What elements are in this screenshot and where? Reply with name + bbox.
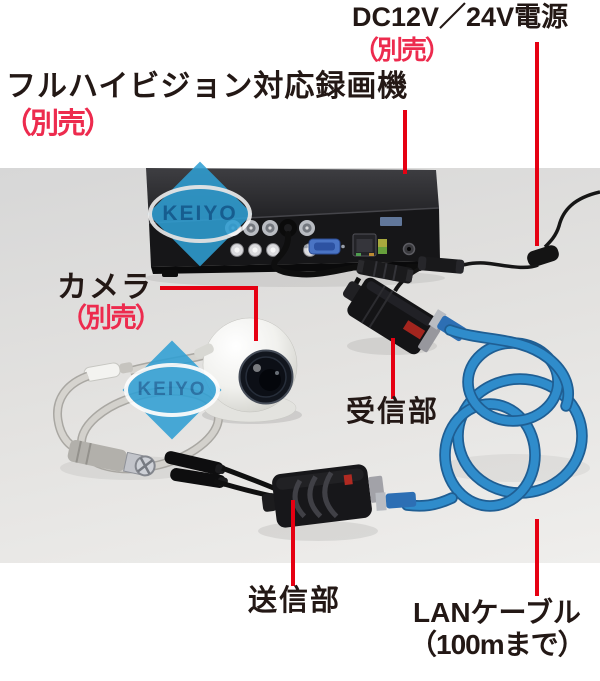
- transmitter-label: 送信部: [248, 585, 342, 617]
- keiyo-watermark: KEIYO: [147, 161, 253, 267]
- dc-plug-joint: [417, 256, 465, 274]
- pointer-line-recorder: [403, 110, 407, 174]
- receiver-label: 受信部: [346, 396, 440, 428]
- camera-note: （別売）: [60, 303, 162, 333]
- recorder-label: フルハイビジョン対応録画機: [6, 70, 409, 103]
- lan-cable-photo: [401, 324, 588, 512]
- video-cable-photo: [271, 231, 414, 297]
- recorder-note: （別売）: [3, 108, 113, 140]
- bnc-pigtail-connector: [67, 440, 156, 477]
- ethernet-port: [352, 233, 387, 257]
- product-photo: [0, 168, 600, 563]
- camera-photo: [194, 317, 298, 423]
- dvr-sticker: [380, 217, 402, 226]
- pointer-line-camera-horizontal: [160, 286, 258, 290]
- power-note: （別売）: [353, 35, 451, 65]
- keiyo-watermark-text: KEIYO: [148, 185, 252, 243]
- lan-cable-label: LANケーブル: [413, 597, 581, 628]
- transmitter-label-sticker: [343, 474, 353, 486]
- receiver-label-sticker: [402, 320, 426, 340]
- bnc-coupler: [356, 258, 414, 284]
- rj45-plug-transmitter: [375, 491, 417, 511]
- keiyo-watermark: KEIYO: [122, 340, 222, 440]
- dc-plugs-photo: [164, 451, 277, 500]
- receiver-unit-photo: [342, 277, 441, 355]
- dvr-foot: [162, 270, 178, 277]
- pointer-line-transmitter: [291, 500, 295, 586]
- pointer-line-lan-cable: [535, 519, 539, 596]
- dvr-power-jack: [402, 242, 416, 256]
- pointer-line-receiver: [391, 338, 395, 399]
- power-cable-photo: [393, 190, 600, 293]
- pointer-line-power: [535, 42, 539, 246]
- lan-cable-note: （100mまで）: [409, 629, 586, 660]
- keiyo-watermark-text: KEIYO: [124, 363, 220, 417]
- power-label: DC12V／24V電源: [352, 2, 569, 32]
- camera-label: カメラ: [57, 271, 153, 304]
- photo-scene: [53, 168, 600, 541]
- vga-port: [304, 238, 345, 255]
- ferrite-core: [527, 245, 559, 267]
- inline-connector: [83, 362, 134, 382]
- transmitter-unit-photo: [261, 464, 385, 528]
- pointer-line-camera-vertical: [254, 286, 258, 341]
